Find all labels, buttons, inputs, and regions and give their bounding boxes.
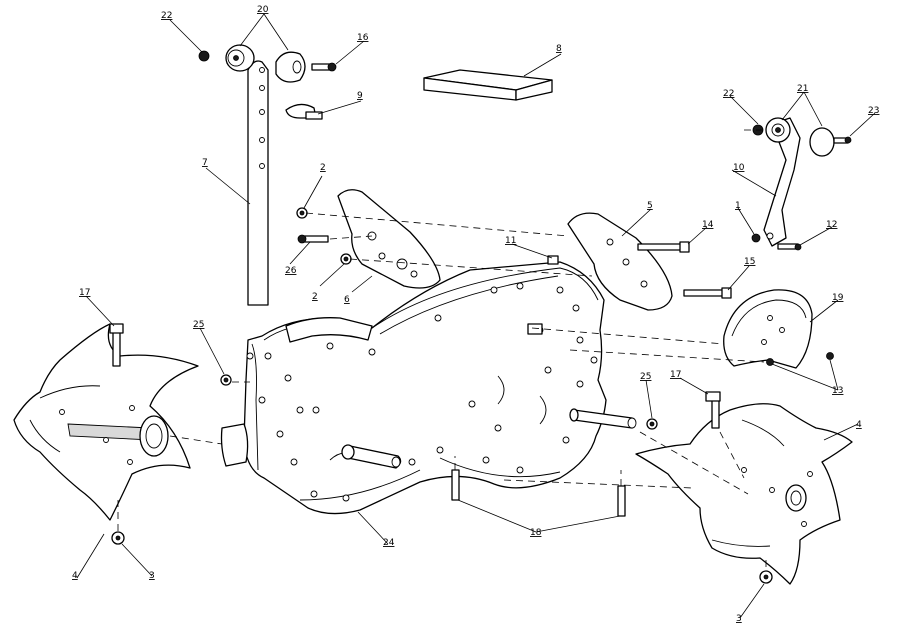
callout-18: 18 (530, 528, 542, 538)
callout-17: 17 (79, 288, 90, 298)
part-26-bolt (297, 234, 329, 244)
callout-9: 9 (357, 91, 363, 101)
callout-24: 24 (383, 538, 395, 548)
part-22-nut-top (198, 50, 210, 62)
callout-5: 5 (647, 201, 653, 211)
callout-23: 23 (868, 106, 879, 116)
callout-22: 22 (723, 89, 734, 99)
callout-10: 10 (733, 163, 745, 173)
part-9-clip (285, 103, 323, 120)
part-4-tine-right (635, 403, 853, 585)
callout-14: 14 (702, 220, 714, 230)
callout-3: 3 (736, 614, 742, 624)
rotor-shaft (341, 323, 637, 469)
callout-11: 11 (505, 236, 516, 246)
part-11-nut (547, 255, 559, 265)
part-14-bolt (637, 241, 690, 253)
part-3-nut-right (759, 570, 773, 584)
part-25-nut-right (646, 418, 658, 430)
callout-4: 4 (72, 571, 78, 581)
part-17-bolt-left (109, 323, 124, 367)
part-21-wheels (765, 117, 835, 157)
callout-8: 8 (556, 44, 562, 54)
callout-3: 3 (149, 571, 155, 581)
callout-7: 7 (202, 158, 208, 168)
callout-labels: 22 20 16 8 9 7 2 26 2 6 11 5 14 15 22 21… (72, 5, 879, 624)
callout-15: 15 (744, 257, 755, 267)
part-1-nut (751, 233, 761, 243)
callout-26: 26 (285, 266, 297, 276)
part-23-bolt (833, 136, 852, 144)
callout-21: 21 (797, 84, 808, 94)
part-19-shield (723, 289, 813, 369)
part-7-depth-bar (247, 60, 269, 306)
assembly-lines (117, 129, 767, 570)
part-25-nut-left (220, 374, 232, 386)
callout-12: 12 (826, 220, 837, 230)
callout-2: 2 (312, 292, 318, 302)
callout-4: 4 (856, 420, 862, 430)
callout-22: 22 (161, 11, 172, 21)
leader-lines (76, 13, 876, 619)
part-4-tine-left (13, 323, 199, 521)
part-13-nuts (766, 352, 834, 366)
part-6-bracket (337, 189, 441, 289)
part-17-bolt-right (705, 391, 721, 429)
part-24-gearbox-housing (243, 261, 607, 515)
part-20-wheels (225, 44, 306, 83)
callout-1: 1 (735, 201, 741, 211)
part-5-bracket (567, 212, 673, 311)
callout-6: 6 (344, 295, 350, 305)
callout-25: 25 (193, 320, 204, 330)
callout-2: 2 (320, 163, 326, 173)
part-18-pins (451, 469, 626, 517)
part-15-bolt (683, 287, 732, 299)
part-16-bolt (311, 62, 337, 72)
callout-25: 25 (640, 372, 651, 382)
part-8-block (423, 69, 553, 101)
left-coupler (220, 423, 249, 467)
part-3-nut-left (111, 531, 125, 545)
callout-17: 17 (670, 370, 681, 380)
callout-13: 13 (832, 386, 843, 396)
callout-20: 20 (257, 5, 269, 15)
callout-19: 19 (832, 293, 844, 303)
part-12-bolt (777, 243, 802, 251)
callout-16: 16 (357, 33, 369, 43)
housing-collar-top (285, 317, 373, 343)
